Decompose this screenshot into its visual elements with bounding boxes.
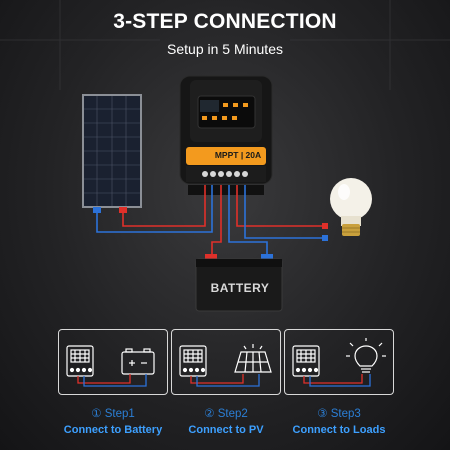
pv-negative-terminal	[93, 207, 101, 213]
battery	[195, 254, 283, 312]
step3-caption: Connect to Loads	[292, 424, 386, 436]
step2-number: ② Step2	[204, 408, 248, 420]
load-positive-wire	[236, 185, 322, 227]
load-negative-wire	[244, 185, 322, 239]
solar-panel-icon	[234, 344, 272, 373]
page-title: 3-STEP CONNECTION	[113, 10, 337, 33]
battery-label: BATTERY	[210, 281, 270, 295]
step2-card	[171, 329, 281, 395]
pv-positive-wire	[122, 185, 206, 227]
step3-card	[284, 329, 394, 395]
battery-negative-wire	[228, 185, 268, 256]
light-bulb-icon	[346, 338, 386, 373]
step1-number: ① Step1	[91, 408, 135, 420]
step1-card	[58, 329, 168, 395]
light-bulb	[330, 178, 372, 236]
battery-icon	[121, 348, 155, 375]
solar-panel	[82, 94, 142, 213]
controller-badge-label: MPPT | 20A	[214, 150, 262, 160]
step3-controller-icon	[292, 345, 320, 377]
step2-controller-icon	[179, 345, 207, 377]
battery-positive-wire	[211, 185, 222, 256]
background-lines	[0, 0, 450, 90]
lcd-screen	[200, 100, 219, 112]
wires	[96, 185, 322, 256]
step1-caption: Connect to Battery	[63, 424, 163, 436]
pv-negative-wire	[96, 185, 213, 233]
page-subtitle: Setup in 5 Minutes	[167, 41, 283, 57]
step2-caption: Connect to PV	[188, 424, 264, 436]
pv-positive-terminal	[119, 207, 127, 213]
charge-controller	[179, 75, 273, 195]
step1-controller-icon	[66, 345, 94, 377]
control-buttons	[202, 103, 248, 120]
step3-number: ③ Step3	[317, 408, 361, 420]
terminal-block	[202, 171, 248, 177]
controller-badge	[186, 147, 266, 165]
